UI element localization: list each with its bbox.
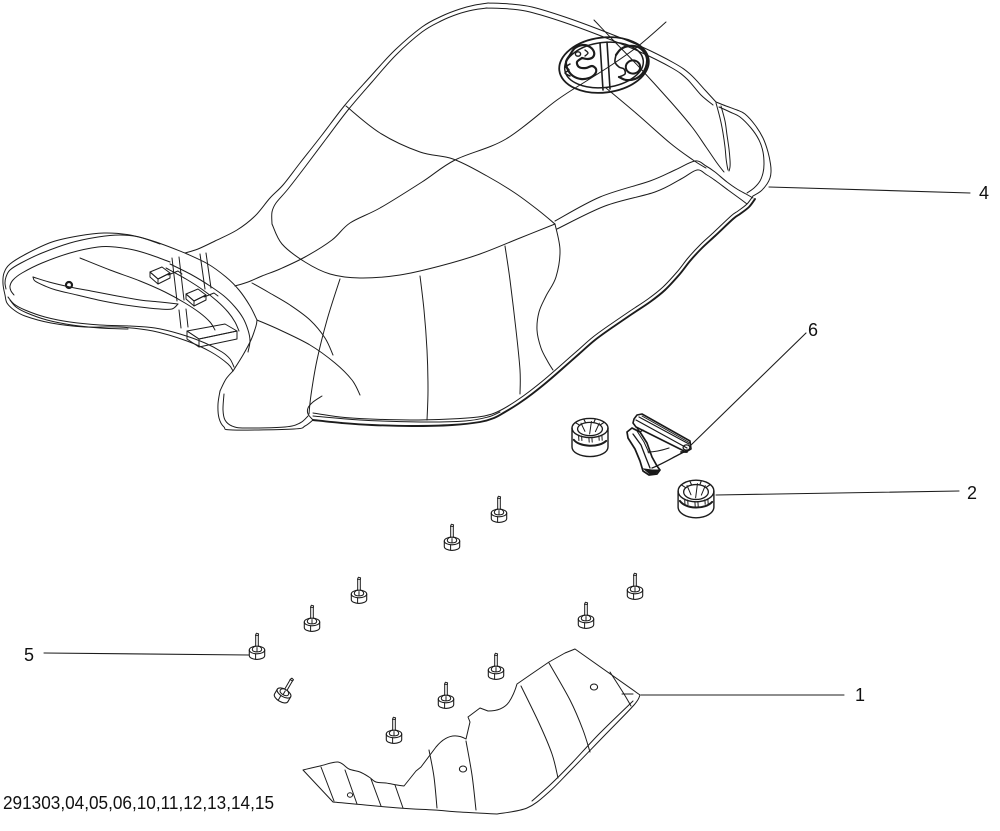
svg-text:291303,04,05,06,10,11,12,13,14: 291303,04,05,06,10,11,12,13,14,15 (3, 793, 274, 813)
svg-text:1: 1 (855, 685, 865, 705)
svg-text:4: 4 (979, 183, 989, 203)
svg-text:2: 2 (967, 483, 977, 503)
svg-text:5: 5 (24, 645, 34, 665)
svg-text:6: 6 (808, 320, 818, 340)
